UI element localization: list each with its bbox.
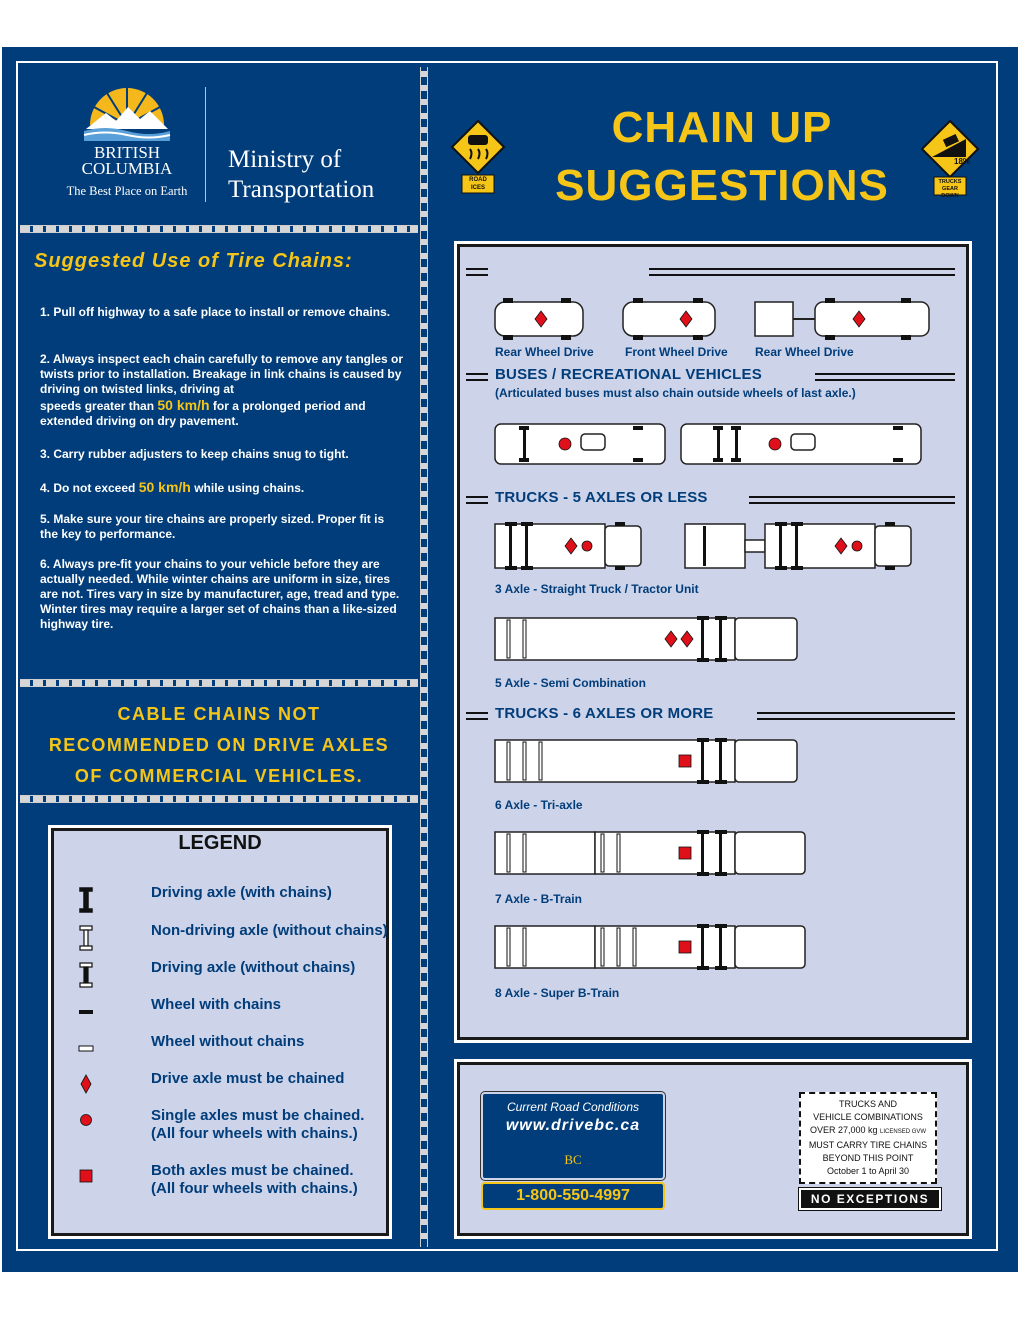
drivebc-url[interactable]: www.drivebc.ca	[505, 1117, 641, 1134]
car-label-fwd: Front Wheel Drive	[625, 345, 728, 359]
buses-bar-left	[466, 373, 488, 381]
drivebc-box: Current Road Conditions www.drivebc.ca B…	[481, 1092, 665, 1180]
buses-bar-right	[815, 373, 955, 381]
bc-wordmark: BRITISH COLUMBIA The Best Place on Earth	[64, 143, 190, 199]
step-5: 5. Make sure your tire chains are proper…	[40, 512, 385, 541]
step-4-suffix: while using chains.	[194, 481, 305, 495]
cars-diagram-icon	[494, 298, 930, 340]
step-2-speed-suffix: for a prolonged period and extended driv…	[40, 399, 366, 428]
road-conditions-label: Current Road Conditions	[506, 1100, 640, 1114]
caption-8-axle: 8 Axle - Super B-Train	[495, 986, 620, 1000]
legend-single-axles: Single axles must be chained.	[151, 1107, 365, 1124]
poster-frame	[16, 61, 998, 1251]
truck-6axle-diagram-icon	[494, 738, 798, 784]
car-label-rwd-trailer: Rear Wheel Drive	[755, 345, 854, 359]
panel-top-bar-right	[649, 268, 955, 276]
truck-7axle-diagram-icon	[494, 830, 806, 876]
caption-7-axle: 7 Axle - B-Train	[495, 892, 582, 906]
cable-line2: RECOMMENDED ON DRIVE AXLES	[48, 735, 390, 755]
road-ices-label: ROAD ICES	[469, 177, 487, 191]
truck-5axle-diagram-icon	[494, 616, 798, 662]
legend-driving-axle-no-chains: Driving axle (without chains)	[151, 959, 356, 976]
sign-line1: TRUCKS AND	[838, 1099, 897, 1109]
cable-line1: CABLE CHAINS NOT	[117, 704, 321, 724]
legend-single-axles-note: (All four wheels with chains.)	[151, 1125, 358, 1142]
left-heading: Suggested Use of Tire Chains:	[34, 250, 353, 272]
grade-label: 18%	[954, 157, 971, 166]
legend-non-driving-axle: Non-driving axle (without chains)	[151, 922, 388, 939]
ministry-line2: Transportation	[228, 176, 375, 203]
step-3: 3. Carry rubber adjusters to keep chains…	[40, 447, 349, 461]
legend-title: LEGEND	[178, 832, 262, 854]
caption-5-axle: 5 Axle - Semi Combination	[495, 676, 646, 690]
sign-line6: October 1 to April 30	[826, 1166, 910, 1176]
legend-drive-axle-chained: Drive axle must be chained	[151, 1070, 345, 1087]
panel-top-bar-left	[466, 268, 488, 276]
buses-heading: BUSES / RECREATIONAL VEHICLES	[495, 366, 762, 383]
chain-divider-middle	[20, 679, 418, 687]
no-exceptions-label: NO EXCEPTIONS	[799, 1188, 941, 1210]
step-6: 6. Always pre-fit your chains to your ve…	[40, 557, 400, 631]
trucks-chain-sign: TRUCKS AND VEHICLE COMBINATIONS OVER 27,…	[799, 1092, 937, 1184]
caption-6-axle: 6 Axle - Tri-axle	[495, 798, 583, 812]
phone-number[interactable]: 1-800-550-4997	[481, 1182, 665, 1210]
bc-line1: BRITISH	[93, 143, 161, 162]
car-label-rwd: Rear Wheel Drive	[495, 345, 594, 359]
road-ices-sign-icon: ROAD ICES	[450, 119, 506, 197]
sign-weight: OVER 27,000 kg	[809, 1125, 878, 1135]
ministry-name: Ministry of Transportation	[228, 145, 374, 205]
trucks6-bar-left	[466, 712, 488, 720]
bc-sun-logo-icon	[82, 85, 172, 141]
legend-both-axles-note: (All four wheels with chains.)	[151, 1180, 358, 1197]
step-2-speed-prefix: speeds greater than	[40, 399, 155, 413]
bc-tagline: The Best Place on Earth	[66, 184, 188, 198]
legend-panel: LEGEND Driving axle (with chains) Non-dr…	[48, 825, 392, 1239]
steep-grade-sign-icon: 18% TRUCKS GEAR DOWN	[920, 119, 980, 199]
bc-mark: BC	[564, 1152, 582, 1167]
sign-line5: BEYOND THIS POINT	[822, 1153, 914, 1163]
step-4-prefix: 4. Do not exceed	[40, 481, 136, 495]
step-2-cont: speeds greater than 50 km/h for a prolon…	[40, 398, 405, 429]
legend-wheel-without-chains: Wheel without chains	[151, 1033, 305, 1050]
step-1: 1. Pull off highway to a safe place to i…	[40, 305, 391, 319]
cable-chains-warning: CABLE CHAINS NOT RECOMMENDED ON DRIVE AX…	[20, 699, 418, 792]
buses-diagram-icon	[494, 423, 922, 465]
caption-3-axle: 3 Axle - Straight Truck / Tractor Unit	[495, 582, 699, 596]
trucks-gear-label: TRUCKS GEAR DOWN	[938, 179, 962, 199]
legend-both-axles: Both axles must be chained.	[151, 1162, 354, 1179]
chain-divider-top	[20, 225, 418, 233]
trucks6-bar-right	[757, 712, 955, 720]
step-4-speed: 50 km/h	[138, 479, 191, 495]
trucks5-bar-right	[749, 496, 955, 504]
sign-gvw: LICENSED GVW	[880, 1129, 927, 1135]
sign-line4: MUST CARRY TIRE CHAINS	[808, 1140, 928, 1150]
vehicle-panel: Rear Wheel Drive Front Wheel Drive Rear …	[454, 241, 972, 1043]
logo-divider	[205, 87, 206, 202]
title-line2: SUGGESTIONS	[555, 161, 889, 210]
buses-note: (Articulated buses must also chain outsi…	[495, 386, 856, 400]
sign-line3: OVER 27,000 kg LICENSED GVW	[801, 1124, 935, 1139]
info-panel: Current Road Conditions www.drivebc.ca B…	[454, 1059, 972, 1239]
trucks5-heading: TRUCKS - 5 AXLES OR LESS	[495, 489, 708, 506]
bc-line2: COLUMBIA	[81, 159, 173, 178]
ministry-line1: Ministry of	[228, 146, 342, 173]
trucks6-heading: TRUCKS - 6 AXLES OR MORE	[495, 705, 714, 722]
chain-divider-bottom	[20, 795, 418, 803]
poster-background: BRITISH COLUMBIA The Best Place on Earth…	[2, 47, 1018, 1272]
step-2-speed: 50 km/h	[157, 397, 210, 413]
trucks5-bar-left	[466, 496, 488, 504]
chain-divider-vertical	[420, 67, 428, 1247]
step-4: 4. Do not exceed 50 km/h while using cha…	[40, 480, 405, 496]
title-line1: CHAIN UP	[611, 103, 833, 152]
legend-wheel-with-chains: Wheel with chains	[151, 996, 282, 1013]
cable-line3: OF COMMERCIAL VEHICLES.	[74, 766, 364, 786]
main-title: CHAIN UP SUGGESTIONS	[532, 99, 912, 215]
sign-line2: VEHICLE COMBINATIONS	[813, 1112, 923, 1122]
step-2: 2. Always inspect each chain carefully t…	[40, 352, 404, 396]
truck-8axle-diagram-icon	[494, 924, 806, 970]
legend-icons-icon	[78, 887, 94, 1183]
legend-driving-axle-chains: Driving axle (with chains)	[151, 884, 332, 901]
trucks-3axle-diagram-icon	[494, 522, 912, 570]
